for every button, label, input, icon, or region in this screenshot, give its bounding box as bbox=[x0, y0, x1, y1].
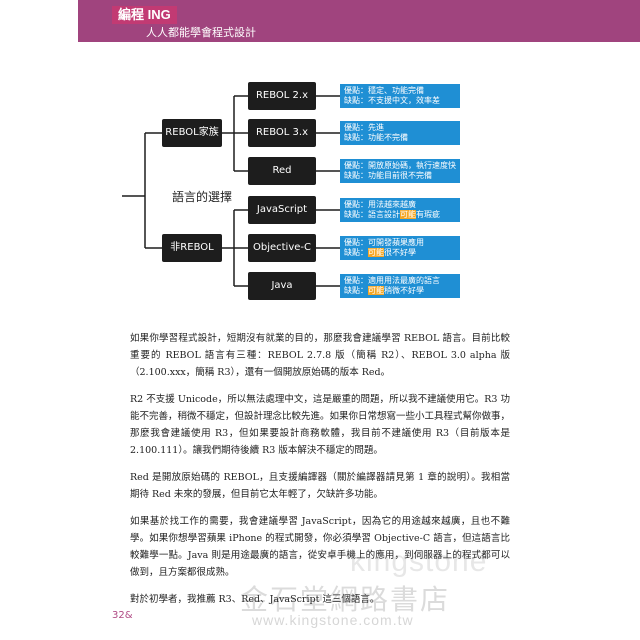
group-label: REBOL家族 bbox=[165, 127, 219, 138]
group-node-non-rebol: 非REBOL bbox=[162, 234, 222, 262]
note-cons: 缺點：語言設計可能有瑕疵 bbox=[344, 210, 456, 220]
note-pros: 優點：穩定、功能完備 bbox=[344, 86, 424, 95]
language-node-javascript: JavaScript bbox=[248, 196, 316, 224]
language-node-objective-c: Objective-C bbox=[248, 234, 316, 262]
paragraph: 如果基於找工作的需要，我會建議學習 JavaScript，因為它的用途越來越廣，… bbox=[130, 516, 510, 578]
note-cons: 缺點：功能目前很不完備 bbox=[344, 171, 432, 180]
language-name: Objective-C bbox=[252, 242, 311, 253]
note-cons-prefix: 缺點： bbox=[344, 248, 368, 257]
note-objective-c: 優點：可開發蘋果應用 缺點：可能很不好學 bbox=[340, 236, 460, 260]
paragraph: Red 是開放原始碼的 REBOL，且支援編譯器（關於編譯器請見第 1 章的說明… bbox=[130, 472, 510, 500]
group-node-rebol-family: REBOL家族 bbox=[162, 119, 222, 147]
language-node-rebol3: REBOL 3.x bbox=[248, 119, 316, 147]
note-cons-prefix: 缺點：語言設計 bbox=[344, 210, 400, 219]
note-javascript: 優點：用法越來越廣 缺點：語言設計可能有瑕疵 bbox=[340, 198, 460, 222]
watermark-url: www.kingstone.com.tw bbox=[252, 612, 414, 628]
note-cons: 缺點：可能很不好學 bbox=[344, 248, 456, 258]
note-pros: 優點：開放原始碼，執行速度快 bbox=[344, 161, 456, 170]
note-cons-suffix: 很不好學 bbox=[384, 248, 416, 257]
note-cons: 缺點：可能稍微不好學 bbox=[344, 286, 456, 296]
note-pros: 優點：先進 bbox=[344, 123, 384, 132]
note-cons-suffix: 有瑕疵 bbox=[416, 210, 440, 219]
note-cons: 缺點：不支援中文，效率差 bbox=[344, 96, 440, 105]
page-number: 32& bbox=[112, 610, 133, 621]
note-highlight: 可能 bbox=[368, 286, 384, 295]
series-brand: 編程 ING bbox=[112, 6, 177, 24]
language-name: REBOL 2.x bbox=[255, 90, 309, 101]
body-text: 如果你學習程式設計，短期沒有就業的目的，那麼我會建議學習 REBOL 語言。目前… bbox=[130, 330, 510, 618]
note-highlight: 可能 bbox=[400, 210, 416, 219]
note-pros: 優點：用法越來越廣 bbox=[344, 200, 416, 209]
note-cons-prefix: 缺點： bbox=[344, 286, 368, 295]
page-header: 編程 ING 人人都能學會程式設計 bbox=[78, 0, 640, 42]
note-red: 優點：開放原始碼，執行速度快 缺點：功能目前很不完備 bbox=[340, 159, 460, 183]
language-node-java: Java bbox=[248, 272, 316, 300]
note-pros: 優點：適用用法最廣的語言 bbox=[344, 276, 440, 285]
note-java: 優點：適用用法最廣的語言 缺點：可能稍微不好學 bbox=[340, 274, 460, 298]
paragraph: 如果你學習程式設計，短期沒有就業的目的，那麼我會建議學習 REBOL 語言。目前… bbox=[130, 333, 510, 378]
note-cons: 缺點：功能不完備 bbox=[344, 133, 408, 142]
language-name: Java bbox=[271, 280, 293, 291]
language-name: REBOL 3.x bbox=[255, 127, 309, 138]
paragraph: R2 不支援 Unicode，所以無法處理中文，這是嚴重的問題，所以我不建議使用… bbox=[130, 394, 511, 456]
language-node-rebol2: REBOL 2.x bbox=[248, 82, 316, 110]
paragraph: 對於初學者，我推薦 R3、Red、JavaScript 這三個語言。 bbox=[130, 594, 380, 605]
watermark-logo-text: kingstone bbox=[350, 545, 488, 578]
note-rebol2: 優點：穩定、功能完備 缺點：不支援中文，效率差 bbox=[340, 84, 460, 108]
diagram-root-label: 語言的選擇 bbox=[172, 190, 233, 204]
language-name: JavaScript bbox=[256, 204, 308, 215]
note-pros: 優點：可開發蘋果應用 bbox=[344, 238, 424, 247]
book-subtitle: 人人都能學會程式設計 bbox=[146, 26, 256, 39]
language-node-red: Red bbox=[248, 157, 316, 185]
group-label: 非REBOL bbox=[170, 242, 214, 253]
note-rebol3: 優點：先進 缺點：功能不完備 bbox=[340, 121, 460, 145]
language-name: Red bbox=[272, 165, 292, 176]
note-highlight: 可能 bbox=[368, 248, 384, 257]
note-cons-suffix: 稍微不好學 bbox=[384, 286, 424, 295]
language-choice-diagram bbox=[122, 92, 340, 290]
watermark-store-name: 金石堂網路書店 bbox=[240, 583, 451, 616]
